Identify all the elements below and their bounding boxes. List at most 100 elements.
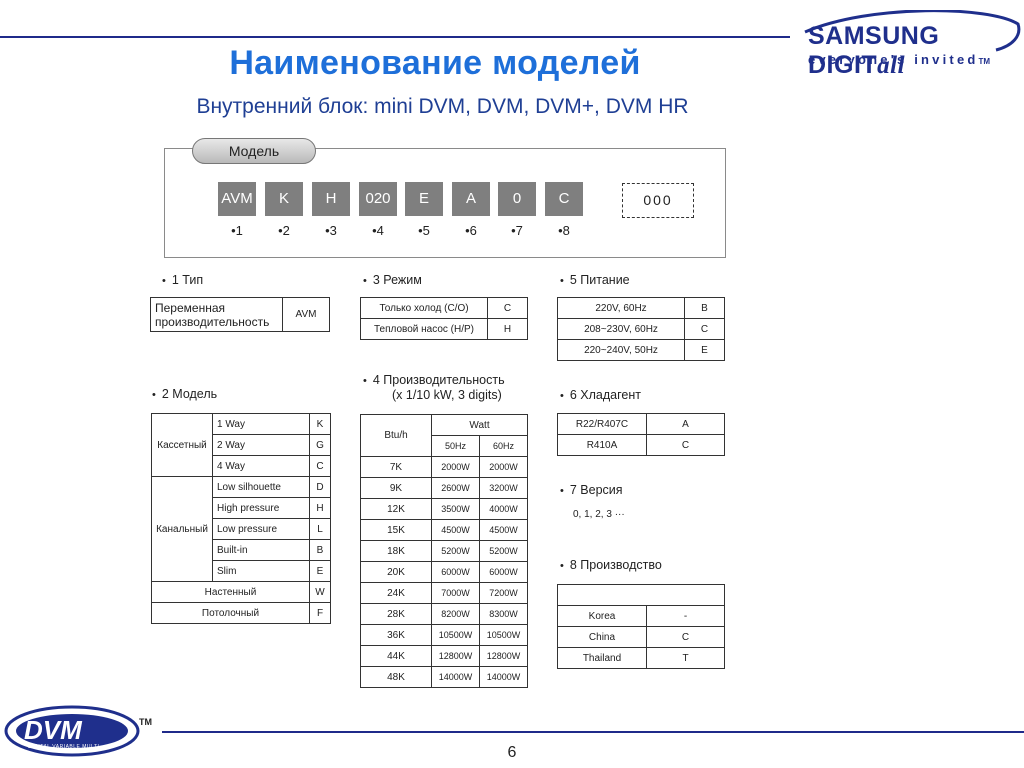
table-cell: 1 Way	[212, 413, 310, 435]
table-cell: 50Hz	[431, 435, 480, 457]
model-code-index: •5	[418, 223, 430, 238]
table-cell: Тепловой насос (H/P)	[360, 318, 488, 340]
table-cell: 4 Way	[212, 455, 310, 477]
table-cell: 14000W	[431, 666, 480, 688]
section-4-subheading: (x 1/10 kW, 3 digits)	[392, 388, 502, 402]
table-cell: Thailand	[557, 647, 647, 669]
section-5-heading: •5 Питание	[560, 273, 630, 287]
table-cell: B	[684, 297, 725, 319]
section-2-heading: •2 Модель	[152, 387, 218, 401]
model-suffix: 000	[622, 183, 694, 218]
table-cell: C	[646, 434, 725, 456]
table-cell: 208~230V, 60Hz	[557, 318, 685, 340]
table-cell: 2 Way	[212, 434, 310, 456]
model-code-block: 020	[359, 182, 397, 216]
table-cell: Канальный	[151, 476, 213, 582]
table-cell: 5200W	[431, 540, 480, 562]
table-cell: W	[309, 581, 331, 603]
table-cell: 12800W	[479, 645, 528, 667]
model-code-box	[164, 148, 726, 258]
type-table: Переменная производительность AVM	[150, 297, 330, 332]
table-cell: H	[487, 318, 528, 340]
table-cell: 14000W	[479, 666, 528, 688]
table-cell: Watt	[431, 414, 528, 436]
table-cell: 28K	[360, 603, 432, 625]
table-cell: G	[309, 434, 331, 456]
model-label: Модель	[192, 138, 316, 164]
table-cell: 15K	[360, 519, 432, 541]
model-code-block: K	[265, 182, 303, 216]
table-cell: Slim	[212, 560, 310, 582]
table-cell: 2000W	[479, 456, 528, 478]
samsung-logo: SAMSUNG DIGITall everyone's invitedTM	[800, 10, 1022, 79]
table-cell: E	[309, 560, 331, 582]
dvm-logo: DVM DIGITAL VARIABLE MULTI TM	[2, 697, 157, 757]
table-cell: 2600W	[431, 477, 480, 499]
table-cell: 9K	[360, 477, 432, 499]
model-code-index: •3	[325, 223, 337, 238]
table-cell: 4500W	[431, 519, 480, 541]
table-cell: Built-in	[212, 539, 310, 561]
table-cell: R410A	[557, 434, 647, 456]
header-rule	[0, 36, 790, 38]
model-code-block: H	[312, 182, 350, 216]
table-cell: B	[309, 539, 331, 561]
version-values: 0, 1, 2, 3 ···	[573, 509, 625, 520]
mode-table: Только холод (C/O)C Тепловой насос (H/P)…	[360, 297, 528, 340]
table-cell: 6000W	[431, 561, 480, 583]
table-cell: 10500W	[479, 624, 528, 646]
section-3-heading: •3 Режим	[363, 273, 422, 287]
table-cell: R22/R407C	[557, 413, 647, 435]
page-number: 6	[507, 744, 517, 761]
table-cell: High pressure	[212, 497, 310, 519]
table-cell: 44K	[360, 645, 432, 667]
table-cell: -	[646, 605, 725, 627]
table-cell: D	[309, 476, 331, 498]
table-cell: H	[309, 497, 331, 519]
table-cell: Low pressure	[212, 518, 310, 540]
table-row	[557, 584, 725, 606]
table-cell: 5200W	[479, 540, 528, 562]
table-cell: L	[309, 518, 331, 540]
table-cell: Потолочный	[151, 602, 310, 624]
section-6-heading: •6 Хладагент	[560, 388, 641, 402]
table-cell: Настенный	[151, 581, 310, 603]
table-cell: 36K	[360, 624, 432, 646]
model-code-index: •6	[465, 223, 477, 238]
table-row: Только холод (C/O)C	[360, 297, 528, 319]
table-cell: Переменная производительность	[150, 297, 283, 332]
table-cell: 220V, 60Hz	[557, 297, 685, 319]
table-cell: Korea	[557, 605, 647, 627]
table-cell: C	[646, 626, 725, 648]
table-cell: 7K	[360, 456, 432, 478]
section-8-heading: •8 Производство	[560, 558, 662, 572]
table-cell: C	[309, 455, 331, 477]
table-cell: Btu/h	[360, 414, 432, 457]
table-cell: 220~240V, 50Hz	[557, 339, 685, 361]
section-7-heading: •7 Версия	[560, 483, 623, 497]
table-cell: 4500W	[479, 519, 528, 541]
table-cell: 3200W	[479, 477, 528, 499]
section-4-heading: •4 Производительность	[363, 373, 505, 387]
model-code-index: •1	[231, 223, 243, 238]
table-cell: Low silhouette	[212, 476, 310, 498]
table-cell: 20K	[360, 561, 432, 583]
